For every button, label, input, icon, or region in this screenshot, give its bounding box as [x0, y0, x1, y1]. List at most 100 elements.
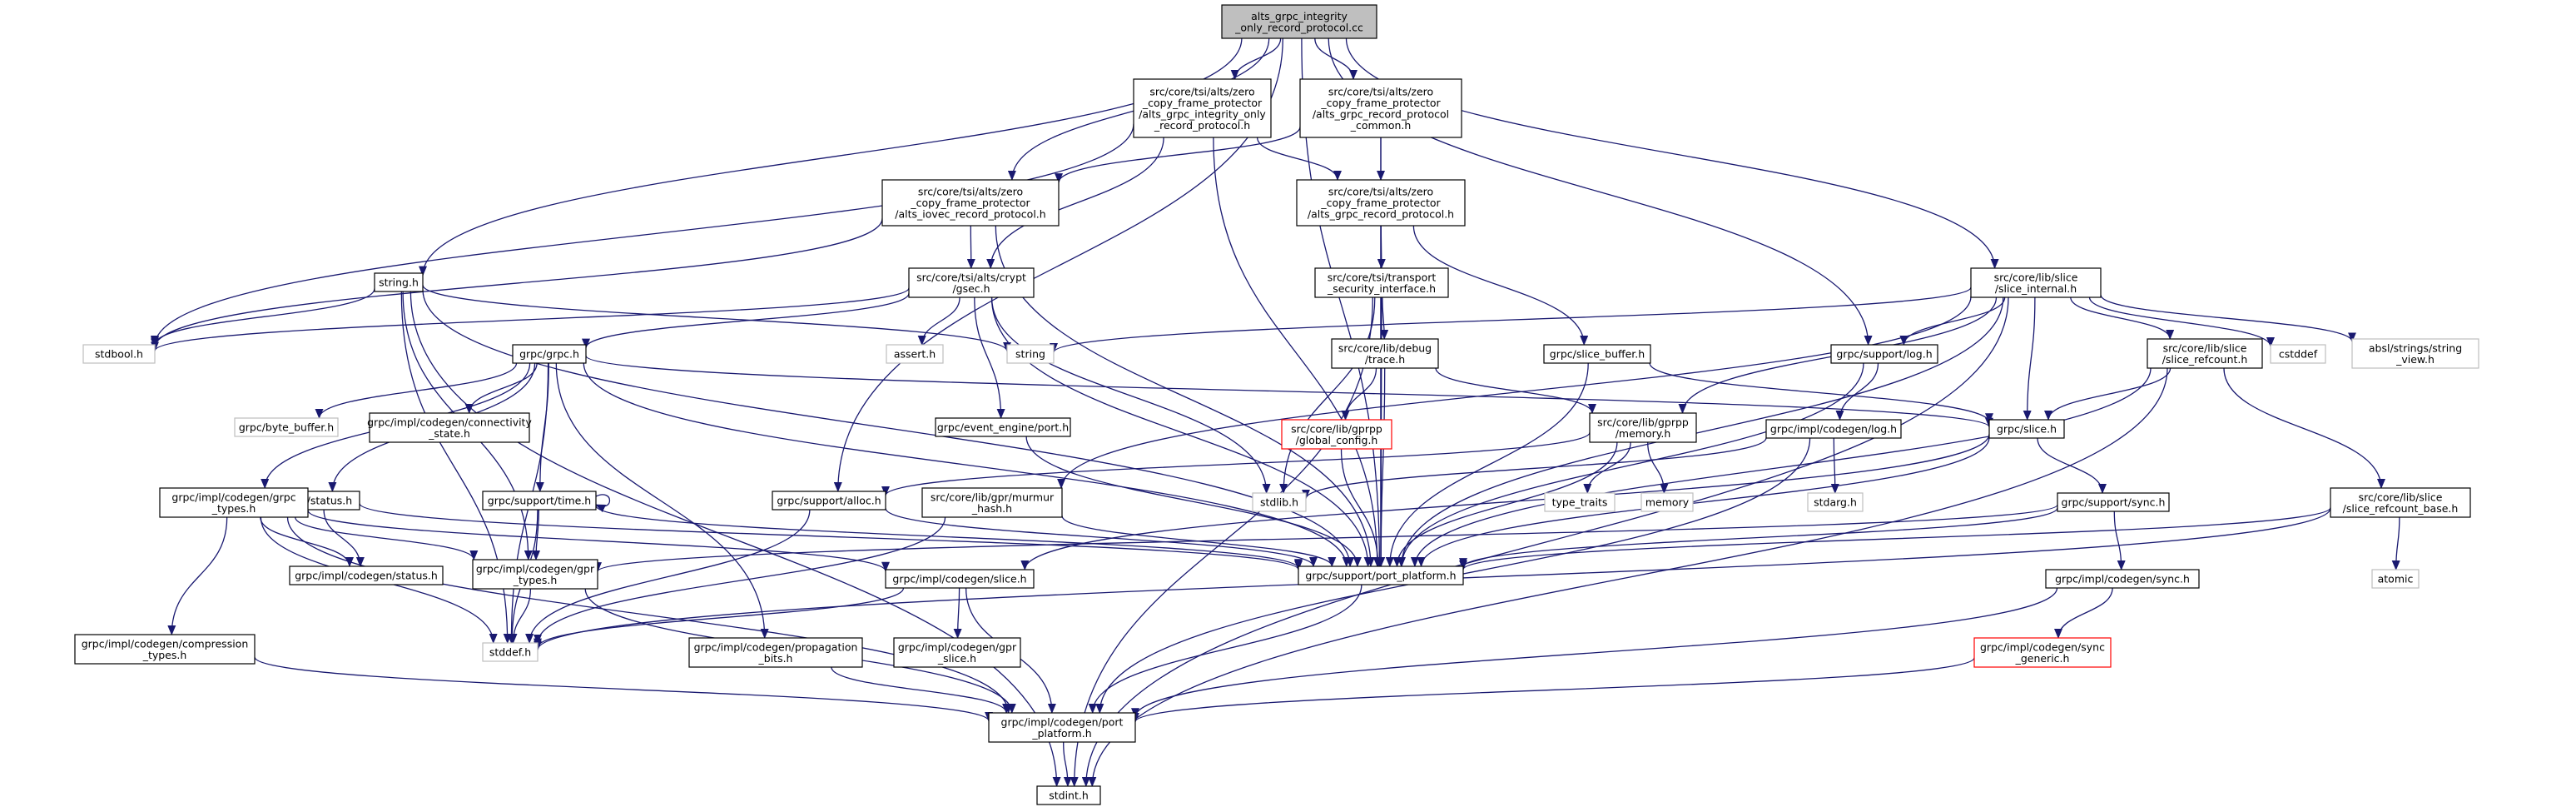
- dependency-edge: [885, 507, 1318, 567]
- node-slice-h[interactable]: grpc/slice.h: [1988, 419, 2065, 439]
- node-codegen-status[interactable]: grpc/impl/codegen/status.h: [289, 565, 444, 585]
- node-box: [1807, 492, 1864, 512]
- node-box: [988, 712, 1136, 743]
- node-support-log[interactable]: grpc/support/log.h: [1830, 344, 1938, 364]
- dependency-edge: [593, 504, 2058, 573]
- dependency-edge: [1340, 448, 1382, 567]
- node-layer: alts_grpc_integrity_only_record_protocol…: [74, 4, 2479, 805]
- node-box: [1543, 344, 1651, 364]
- dependency-edge: [1230, 37, 1282, 80]
- node-slice-internal[interactable]: src/core/lib/slice/slice_internal.h: [1970, 267, 2102, 298]
- node-label-line: grpc/impl/codegen/status.h: [295, 570, 438, 582]
- node-tsi-iface[interactable]: src/core/tsi/transport_security_interfac…: [1314, 267, 1449, 298]
- node-propagation[interactable]: grpc/impl/codegen/propagation_bits.h: [688, 637, 863, 668]
- dependency-edge: [295, 516, 479, 560]
- node-label-line: src/core/lib/gpr/murmur: [931, 491, 1055, 503]
- dependency-edge: [1647, 441, 1669, 494]
- node-box: [289, 565, 444, 585]
- node-cstddef: cstddef: [2270, 344, 2326, 364]
- node-box: [881, 179, 1060, 227]
- node-rp-h[interactable]: src/core/tsi/alts/zero_copy_frame_protec…: [1296, 179, 1466, 227]
- node-atomic: atomic: [2371, 569, 2420, 589]
- node-label-line: _slice.h: [937, 652, 976, 665]
- node-gpr-slice[interactable]: grpc/impl/codegen/gpr_slice.h: [893, 637, 1021, 668]
- node-box: [921, 487, 1063, 518]
- dependency-edge: [419, 37, 1243, 276]
- dependency-edge: [555, 362, 769, 639]
- node-rp-common[interactable]: src/core/tsi/alts/zero_copy_frame_protec…: [1299, 78, 1462, 138]
- dependency-edge: [2100, 294, 2356, 343]
- node-label-line: src/core/lib/debug: [1338, 341, 1432, 354]
- node-debug-trace[interactable]: src/core/lib/debug/trace.h: [1331, 338, 1439, 369]
- dependency-edge: [582, 292, 910, 349]
- node-codegen-slice[interactable]: grpc/impl/codegen/slice.h: [885, 569, 1035, 589]
- node-label-line: _common.h: [1350, 119, 1412, 132]
- node-label-line: grpc/slice_buffer.h: [1550, 348, 1645, 361]
- node-slice-refcount[interactable]: src/core/lib/slice/slice_refcount.h: [2147, 338, 2263, 369]
- node-label-line: grpc/impl/codegen/compression: [82, 637, 249, 650]
- node-box: [688, 637, 863, 668]
- dependency-edge: [2391, 516, 2400, 570]
- dependency-edge: [532, 509, 541, 560]
- node-label-line: grpc/impl/codegen/gpr: [476, 562, 595, 575]
- node-support-sync[interactable]: grpc/support/sync.h: [2057, 492, 2170, 512]
- node-support-pp[interactable]: grpc/support/port_platform.h: [1298, 565, 1464, 585]
- dependency-edge: [151, 218, 883, 349]
- dependency-edge: [1397, 362, 1864, 567]
- node-label-line: memory: [1645, 496, 1690, 509]
- dependency-edge: [1435, 367, 1596, 414]
- node-label-line: src/core/tsi/alts/zero: [1328, 186, 1433, 198]
- node-iovec[interactable]: src/core/tsi/alts/zero_copy_frame_protec…: [881, 179, 1060, 227]
- node-label-line: src/core/lib/slice: [1994, 271, 2078, 283]
- node-codegen-log[interactable]: grpc/impl/codegen/log.h: [1765, 419, 1902, 439]
- node-box: [885, 569, 1035, 589]
- node-box: [2147, 338, 2263, 369]
- node-box: [1299, 78, 1462, 138]
- dependency-edge: [323, 509, 365, 567]
- node-integ-h[interactable]: src/core/tsi/alts/zero_copy_frame_protec…: [1133, 78, 1272, 138]
- node-gprpp-memory[interactable]: src/core/lib/gprpp/memory.h: [1589, 412, 1697, 443]
- node-string-h[interactable]: string.h: [374, 272, 424, 292]
- dependency-edge: [167, 516, 228, 635]
- node-stdlib: stdlib.h: [1252, 492, 1307, 512]
- node-label-line: stdlib.h: [1260, 496, 1298, 509]
- node-support-time[interactable]: grpc/support/time.h: [482, 491, 597, 511]
- node-grpc-types[interactable]: grpc/impl/codegen/grpc_types.h: [159, 487, 309, 518]
- node-box: [2045, 569, 2200, 589]
- node-label-line: grpc/impl/codegen/grpc: [171, 491, 295, 503]
- node-label-line: /alts_iovec_record_protocol.h: [895, 208, 1045, 221]
- node-gpr-types[interactable]: grpc/impl/codegen/gpr_types.h: [472, 559, 598, 590]
- node-label-line: grpc/event_engine/port.h: [937, 421, 1069, 434]
- node-label-line: src/core/lib/gprpp: [1597, 416, 1689, 428]
- node-support-alloc[interactable]: grpc/support/alloc.h: [772, 491, 886, 511]
- node-connectivity[interactable]: grpc/impl/codegen/connectivity_state.h: [367, 412, 532, 443]
- dependency-edge: [1385, 362, 1589, 567]
- dependency-edge: [1377, 367, 1386, 567]
- dependency-edge: [1063, 741, 1072, 787]
- dependency-edge: [1830, 437, 1839, 494]
- node-box: [2330, 487, 2471, 518]
- node-memory: memory: [1640, 492, 1694, 512]
- dependency-edge: [151, 287, 910, 352]
- dependency-edge: [966, 225, 975, 269]
- node-box: [886, 344, 944, 364]
- dependency-edge: [1057, 296, 1972, 489]
- node-gsec[interactable]: src/core/tsi/alts/crypt/gsec.h: [908, 267, 1035, 298]
- node-murmur[interactable]: src/core/lib/gpr/murmur_hash.h: [921, 487, 1063, 518]
- dependency-edge: [534, 516, 946, 645]
- node-slice-buffer[interactable]: grpc/slice_buffer.h: [1543, 344, 1651, 364]
- node-stdint[interactable]: stdint.h: [1036, 785, 1101, 805]
- node-ee-port[interactable]: grpc/event_engine/port.h: [935, 417, 1071, 437]
- node-codegen-sync[interactable]: grpc/impl/codegen/sync.h: [2045, 569, 2200, 589]
- node-codegen-pp[interactable]: grpc/impl/codegen/port_platform.h: [988, 712, 1136, 743]
- node-label-line: src/core/tsi/alts/zero: [1149, 85, 1254, 97]
- node-grpc-h[interactable]: grpc/grpc.h: [512, 344, 587, 364]
- dependency-edge: [583, 362, 1351, 567]
- node-refcount-base[interactable]: src/core/lib/slice/slice_refcount_base.h: [2330, 487, 2471, 518]
- node-label-line: _types.h: [211, 502, 256, 515]
- node-label-line: grpc/support/log.h: [1836, 348, 1932, 361]
- node-box: [2270, 344, 2326, 364]
- node-compression[interactable]: grpc/impl/codegen/compression_types.h: [74, 634, 256, 665]
- dependency-edge: [1835, 362, 1879, 421]
- dependency-edge: [1380, 296, 1389, 340]
